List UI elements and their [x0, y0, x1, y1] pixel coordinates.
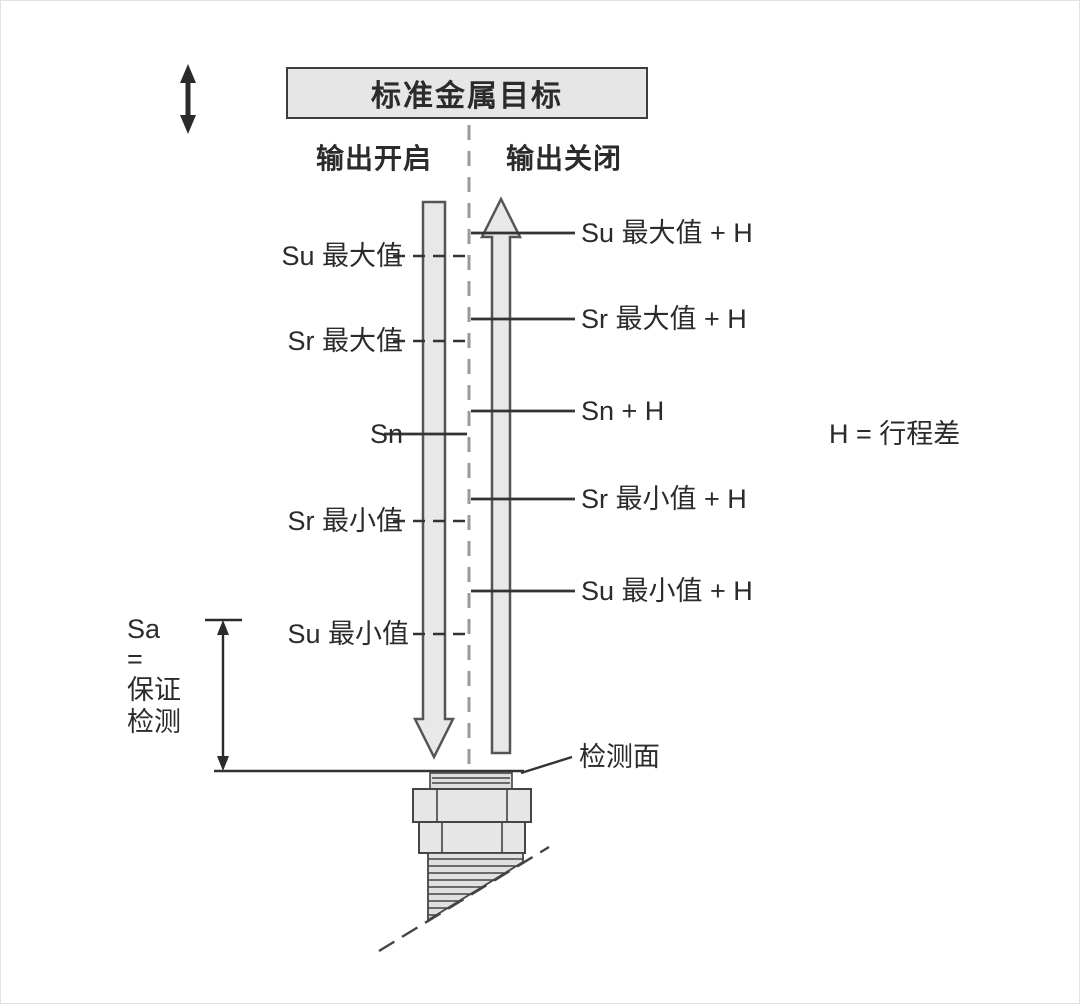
- sa-dimension-bracket: [205, 618, 242, 771]
- sa-annotation-line-3: 保证: [127, 675, 181, 705]
- sensor-nut-1: [412, 788, 532, 823]
- mounting-surface-line: [378, 845, 550, 953]
- output-on-header: 输出开启: [315, 143, 432, 174]
- sensing-face-callout-line: [520, 755, 573, 775]
- sensor-collar: [429, 772, 513, 790]
- thread-lines: [428, 858, 523, 916]
- label-sr-max-h: Sr 最大值 + H: [581, 304, 747, 334]
- output-off-header: 输出关闭: [505, 143, 622, 174]
- label-sr-min-h: Sr 最小值 + H: [581, 484, 747, 514]
- label-su-min-h: Su 最小值 + H: [581, 576, 753, 606]
- sa-annotation-line-4: 检测: [127, 707, 181, 737]
- label-su-max: Su 最大值: [281, 241, 403, 271]
- sa-annotation-line-1: Sa: [127, 614, 161, 644]
- down-arrow-shape: [412, 200, 456, 760]
- sa-annotation-line-2: =: [127, 644, 143, 674]
- hysteresis-note: H = 行程差: [829, 419, 961, 449]
- sensor-nut-2: [418, 821, 526, 854]
- label-sn: Sn: [369, 419, 403, 449]
- label-su-min: Su 最小值: [287, 619, 409, 649]
- label-sn-h: Sn + H: [581, 396, 665, 426]
- sensing-face-label: 检测面: [579, 742, 660, 772]
- target-title-box: 标准金属目标: [286, 67, 648, 119]
- up-arrow-shape: [479, 196, 523, 755]
- vertical-double-arrow-icon: [180, 64, 196, 134]
- sensor-drawing: [378, 772, 550, 953]
- label-sr-max: Sr 最大值: [287, 326, 403, 356]
- label-su-max-h: Su 最大值 + H: [581, 218, 753, 248]
- right-level-lines: [471, 231, 575, 593]
- label-sr-min: Sr 最小值: [287, 506, 403, 536]
